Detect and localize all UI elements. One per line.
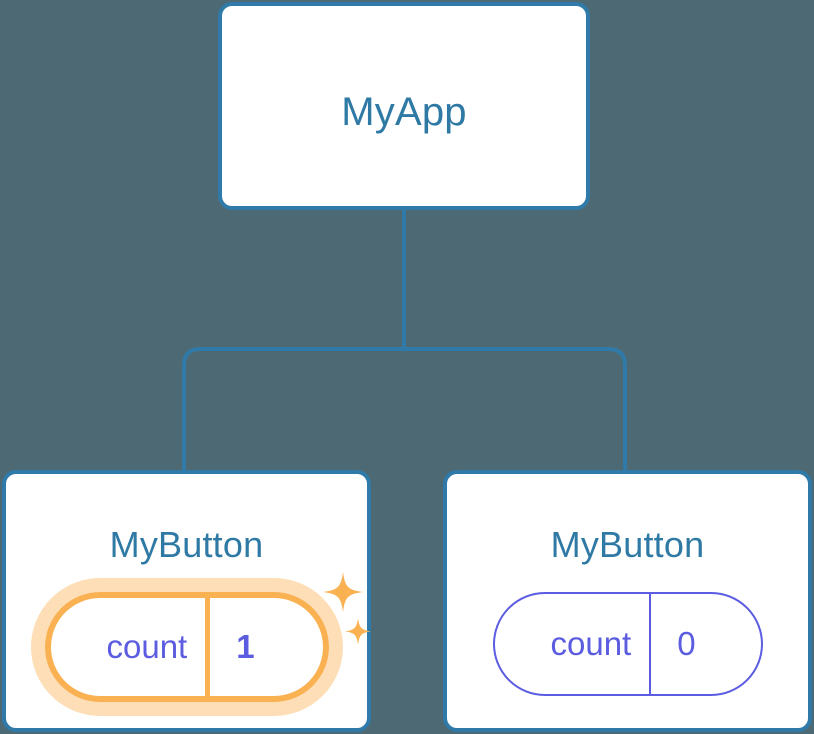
state-value-left: 1 (205, 598, 298, 696)
node-mybutton-right[interactable]: MyButton count 0 (443, 470, 812, 732)
state-pill-wrap-right: count 0 (447, 592, 808, 696)
state-pill-slot-left: count 1 (30, 572, 371, 716)
node-myapp[interactable]: MyApp (218, 2, 590, 210)
state-pill-left[interactable]: count 1 (44, 592, 329, 702)
state-key-left: count (106, 628, 188, 665)
sparkle-icon-large (322, 572, 363, 612)
node-myapp-title: MyApp (341, 90, 467, 134)
connector-branch-bus (182, 347, 627, 470)
node-mybutton-left-title: MyButton (109, 524, 264, 565)
state-pill-slot-right: count 0 (492, 592, 763, 696)
state-pill-wrap-left: count 1 (6, 572, 371, 716)
node-mybutton-right-title: MyButton (550, 524, 705, 565)
state-key-right: count (550, 625, 632, 662)
state-value-right: 0 (649, 594, 739, 694)
node-mybutton-left[interactable]: MyButton count 1 (2, 470, 371, 732)
state-pill-right[interactable]: count 0 (492, 592, 763, 696)
sparkle-icon-small (344, 618, 371, 645)
